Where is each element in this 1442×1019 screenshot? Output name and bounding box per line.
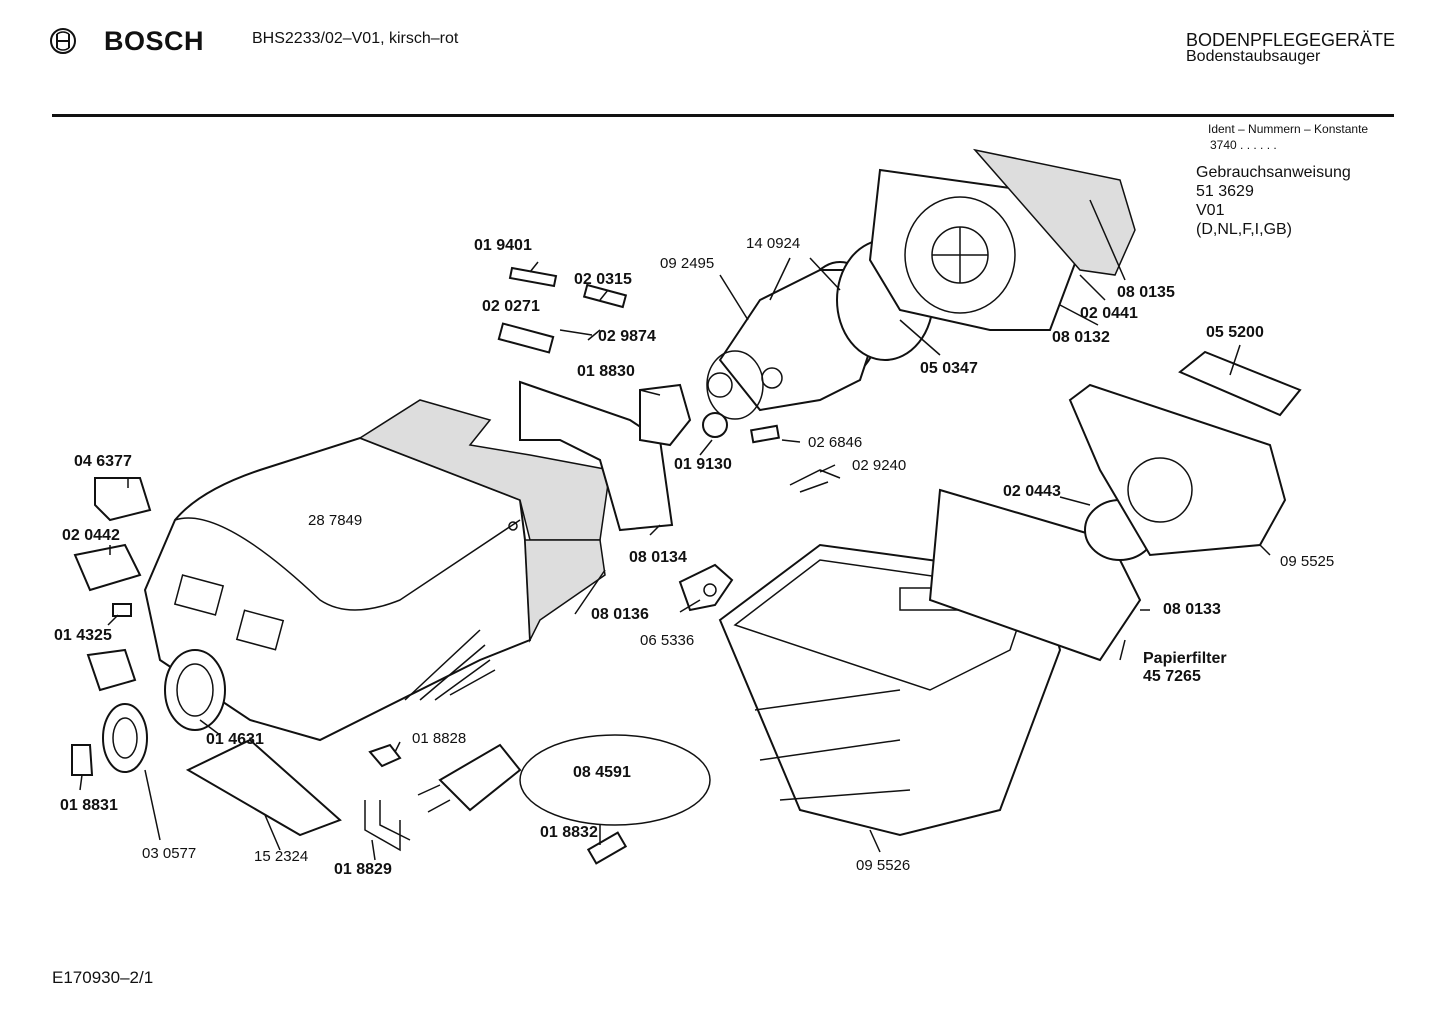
part-label: 02 0315	[574, 271, 632, 288]
part-label: 02 9874	[598, 328, 656, 345]
wire-bracket	[364, 800, 411, 852]
part-label: 08 0133	[1163, 601, 1221, 618]
part-label: 06 5336	[640, 632, 694, 649]
cord-clamp	[368, 743, 402, 768]
part-label: 02 0443	[1003, 483, 1061, 500]
carbon-brush	[582, 283, 628, 309]
part-label: 02 0271	[482, 298, 540, 315]
part-label: 01 8830	[577, 363, 635, 380]
ident-value: 3740 . . . . . .	[1210, 138, 1277, 152]
wire-clip	[789, 469, 841, 493]
part-label: 02 0441	[1080, 305, 1138, 322]
part-label: 01 8832	[540, 824, 598, 841]
part-label: 02 0442	[62, 527, 120, 544]
part-label: 45 7265	[1143, 668, 1201, 685]
part-label: 03 0577	[142, 845, 196, 862]
brush-holder	[497, 322, 555, 354]
part-label: 28 7849	[308, 512, 362, 529]
power-cord	[519, 734, 711, 826]
brand-name: BOSCH	[104, 26, 205, 56]
switch-module	[73, 543, 142, 592]
wheel-plate	[185, 738, 342, 837]
part-label: 01 8829	[334, 861, 392, 878]
paper-filter	[928, 488, 1142, 662]
part-label: 04 6377	[74, 453, 132, 470]
small-clip	[112, 603, 132, 617]
part-label: 05 0347	[920, 360, 978, 377]
part-label: 01 9401	[474, 237, 532, 254]
bosch-logo-icon	[50, 28, 76, 54]
filter-cover	[1178, 350, 1302, 417]
part-label: 08 0136	[591, 606, 649, 623]
filter-frame-stack	[836, 148, 1136, 361]
mounting-block	[639, 383, 692, 447]
part-label: 02 9240	[852, 457, 906, 474]
latch-clip	[71, 744, 94, 776]
hose-ring	[102, 703, 148, 773]
part-label: 01 9130	[674, 456, 732, 473]
part-label: Papierfilter	[1143, 650, 1227, 667]
part-label: 09 5525	[1280, 553, 1334, 570]
part-label: 14 0924	[746, 235, 800, 252]
part-label: 01 4631	[206, 731, 264, 748]
part-label: 01 8831	[60, 797, 118, 814]
subcategory-title: Bodenstaubsauger	[1186, 48, 1321, 65]
part-label: 08 0132	[1052, 329, 1110, 346]
manual-line: Gebrauchsanweisung	[1196, 164, 1351, 181]
model-title: BHS2233/02–V01, kirsch–rot	[252, 30, 459, 47]
cord-sleeve	[586, 831, 628, 865]
part-label: 15 2324	[254, 848, 308, 865]
part-label: 05 5200	[1206, 324, 1264, 341]
drawing-code: E170930–2/1	[52, 968, 154, 987]
part-label: 08 4591	[573, 764, 631, 781]
dust-container	[718, 543, 1062, 837]
part-label: 09 5526	[856, 857, 910, 874]
category-title: BODENPFLEGEGERÄTE	[1186, 30, 1396, 50]
manual-line: V01	[1196, 202, 1225, 219]
manual-line: 51 3629	[1196, 183, 1254, 200]
rear-cover	[1068, 383, 1287, 557]
part-label: 08 0134	[629, 549, 687, 566]
part-label: 01 8828	[412, 730, 466, 747]
leader-lines	[79, 199, 1271, 861]
header-divider	[52, 114, 1394, 117]
manual-line: (D,NL,F,I,GB)	[1196, 221, 1293, 238]
ident-title: Ident – Nummern – Konstante	[1208, 122, 1369, 136]
part-label: 02 6846	[808, 434, 862, 451]
part-label: 08 0135	[1117, 284, 1175, 301]
hose-socket	[164, 649, 226, 731]
part-label: 01 4325	[54, 627, 112, 644]
suppressor	[749, 424, 781, 444]
bearing-plate	[678, 563, 734, 612]
terminal-block	[86, 648, 137, 692]
part-label: 09 2495	[660, 255, 714, 272]
switch-knob	[94, 477, 152, 522]
vacuum-housing	[143, 399, 611, 742]
spring-part	[508, 266, 558, 288]
power-plug	[438, 743, 522, 812]
fan-disc	[702, 412, 728, 438]
